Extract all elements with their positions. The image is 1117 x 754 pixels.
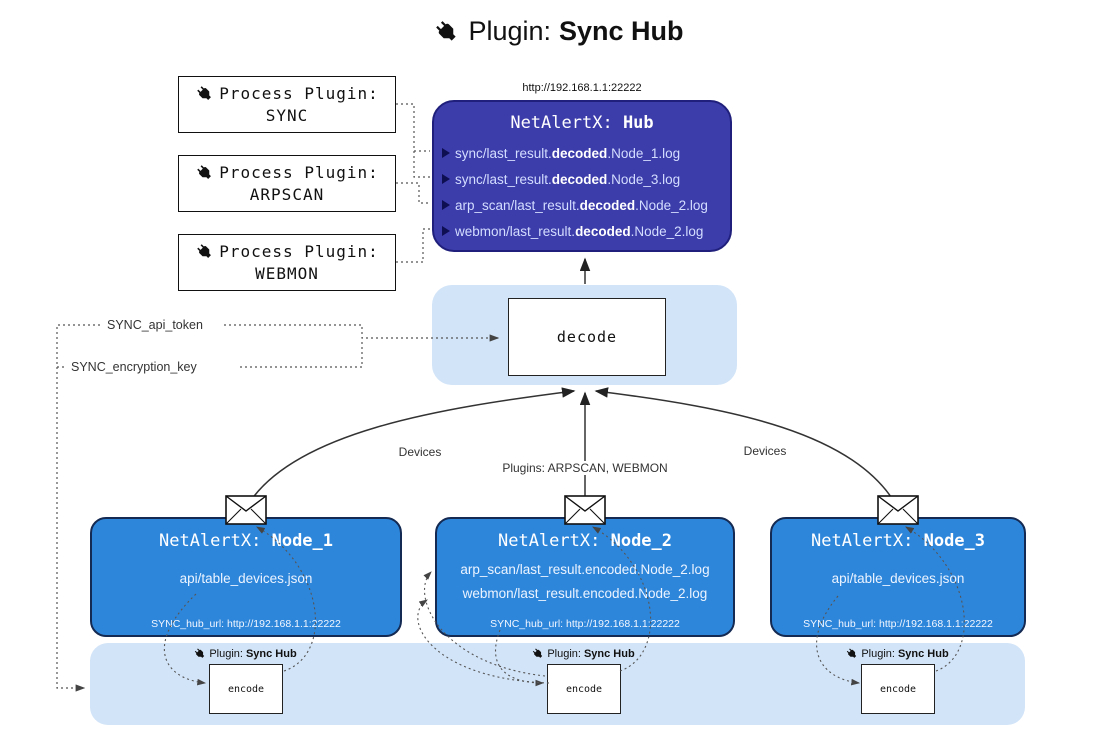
- encode-plugin-label: Plugin: Sync Hub: [193, 647, 297, 660]
- encode-plugin-label: Plugin: Sync Hub: [531, 647, 635, 660]
- hub-log-list: sync/last_result.decoded.Node_1.log sync…: [434, 140, 730, 244]
- hub-box: NetAlertX: Hub sync/last_result.decoded.…: [432, 100, 732, 252]
- node-title-prefix: NetAlertX:: [158, 531, 262, 551]
- node-file-line: api/table_devices.json: [831, 571, 965, 586]
- envelope-icon: [564, 495, 606, 525]
- log-text-post: .Node_2.log: [635, 197, 708, 213]
- hub-log-item: arp_scan/last_result.decoded.Node_2.log: [442, 192, 730, 218]
- flow-label-devices-left: Devices: [394, 445, 446, 459]
- log-text-bold: decoded: [551, 145, 608, 161]
- process-plugin-label: Process Plugin:: [219, 163, 379, 182]
- node-file-line: arp_scan/last_result.encoded.Node_2.log: [460, 562, 710, 577]
- node-hub-url: SYNC_hub_url: http://192.168.1.1:22222: [490, 618, 680, 630]
- envelope-icon: [877, 495, 919, 525]
- process-plugin-header: Process Plugin:: [195, 242, 379, 261]
- plug-icon: [196, 85, 214, 102]
- decode-box: decode: [508, 298, 666, 376]
- node-title: NetAlertX: Node_3: [772, 531, 1024, 551]
- hub-title-prefix: NetAlertX:: [510, 113, 613, 133]
- plug-icon: [532, 647, 544, 660]
- node-box-node-1: NetAlertX: Node_1 api/table_devices.json…: [90, 517, 402, 637]
- diagram-title: Plugin: Sync Hub: [0, 16, 1117, 47]
- process-plugin-box-webmon: Process Plugin: WEBMON: [178, 234, 396, 291]
- log-text-pre: webmon/last_result.: [455, 223, 576, 239]
- sync-api-token-label: SYNC_api_token: [104, 318, 206, 332]
- log-text-post: .Node_1.log: [607, 145, 681, 161]
- node-box-node-2: NetAlertX: Node_2 arp_scan/last_result.e…: [435, 517, 735, 637]
- sync-encryption-key-label: SYNC_encryption_key: [68, 360, 200, 374]
- process-plugin-box-sync: Process Plugin: SYNC: [178, 76, 396, 133]
- decode-panel: decode: [432, 285, 737, 385]
- encode-plugin-prefix: Plugin:: [209, 647, 243, 660]
- arrow-right-icon: [442, 200, 450, 210]
- log-text-pre: sync/last_result.: [455, 171, 552, 187]
- hub-title-name: Hub: [622, 113, 654, 133]
- encode-plugin-label: Plugin: Sync Hub: [845, 647, 949, 660]
- process-plugin-name: SYNC: [265, 106, 309, 125]
- encode-box: encode: [209, 664, 283, 714]
- log-text-pre: sync/last_result.: [455, 145, 552, 161]
- arrow-right-icon: [442, 174, 450, 184]
- node-title-prefix: NetAlertX:: [497, 531, 601, 551]
- hub-log-item: sync/last_result.decoded.Node_1.log: [442, 140, 730, 166]
- plug-icon: [435, 19, 459, 44]
- plug-icon: [196, 164, 214, 181]
- process-plugin-name: ARPSCAN: [249, 185, 325, 204]
- dotted-arpscan-to-hub: [396, 182, 430, 204]
- flow-label-devices-right: Devices: [739, 444, 791, 458]
- dotted-encryption-key-join: [240, 339, 363, 368]
- process-plugin-name: WEBMON: [255, 264, 319, 283]
- title-prefix: Plugin:: [468, 16, 552, 46]
- node-title-name: Node_2: [610, 531, 673, 551]
- process-plugin-label: Process Plugin:: [219, 242, 379, 261]
- hub-log-item: sync/last_result.decoded.Node_3.log: [442, 166, 730, 192]
- node-title: NetAlertX: Node_2: [437, 531, 733, 551]
- log-text-pre: arp_scan/last_result.: [455, 197, 580, 213]
- log-text-bold: decoded: [579, 197, 636, 213]
- node-title-name: Node_1: [271, 531, 334, 551]
- process-plugin-label: Process Plugin:: [219, 84, 379, 103]
- encode-box: encode: [547, 664, 621, 714]
- node-hub-url: SYNC_hub_url: http://192.168.1.1:22222: [151, 618, 341, 630]
- encode-plugin-name: Sync Hub: [897, 647, 949, 660]
- dotted-sync-to-hub-branch: [413, 151, 430, 178]
- dotted-webmon-to-hub: [396, 228, 430, 263]
- process-plugin-header: Process Plugin:: [195, 84, 379, 103]
- encode-plugin-name: Sync Hub: [245, 647, 297, 660]
- hub-url: http://192.168.1.1:22222: [522, 82, 642, 94]
- title-name: Sync Hub: [559, 16, 684, 46]
- plug-icon: [196, 243, 214, 260]
- plug-icon: [846, 647, 858, 660]
- node-title: NetAlertX: Node_1: [92, 531, 400, 551]
- log-text-post: .Node_2.log: [630, 223, 704, 239]
- node-title-name: Node_3: [923, 531, 986, 551]
- flow-label-plugins: Plugins: ARPSCAN, WEBMON: [498, 461, 672, 475]
- node-file-line: api/table_devices.json: [179, 571, 313, 586]
- log-text-bold: decoded: [575, 223, 631, 239]
- node-hub-url: SYNC_hub_url: http://192.168.1.1:22222: [803, 618, 993, 630]
- log-text-post: .Node_3.log: [607, 171, 681, 187]
- dotted-token-left-drop: [56, 324, 100, 692]
- hub-log-item: webmon/last_result.decoded.Node_2.log: [442, 218, 730, 244]
- node-box-node-3: NetAlertX: Node_3 api/table_devices.json…: [770, 517, 1026, 637]
- hub-title: NetAlertX: Hub: [434, 112, 730, 134]
- envelope-icon: [225, 495, 267, 525]
- encode-plugin-prefix: Plugin:: [861, 647, 895, 660]
- dotted-sync-to-hub: [396, 103, 430, 152]
- node-file-line: webmon/last_result.encoded.Node_2.log: [462, 586, 708, 601]
- encode-plugin-name: Sync Hub: [583, 647, 635, 660]
- process-plugin-header: Process Plugin:: [195, 163, 379, 182]
- node-title-prefix: NetAlertX:: [810, 531, 914, 551]
- arrow-right-icon: [442, 226, 450, 236]
- plug-icon: [194, 647, 206, 660]
- process-plugin-box-arpscan: Process Plugin: ARPSCAN: [178, 155, 396, 212]
- arrow-right-icon: [442, 148, 450, 158]
- log-text-bold: decoded: [551, 171, 608, 187]
- encode-plugin-prefix: Plugin:: [547, 647, 581, 660]
- encode-box: encode: [861, 664, 935, 714]
